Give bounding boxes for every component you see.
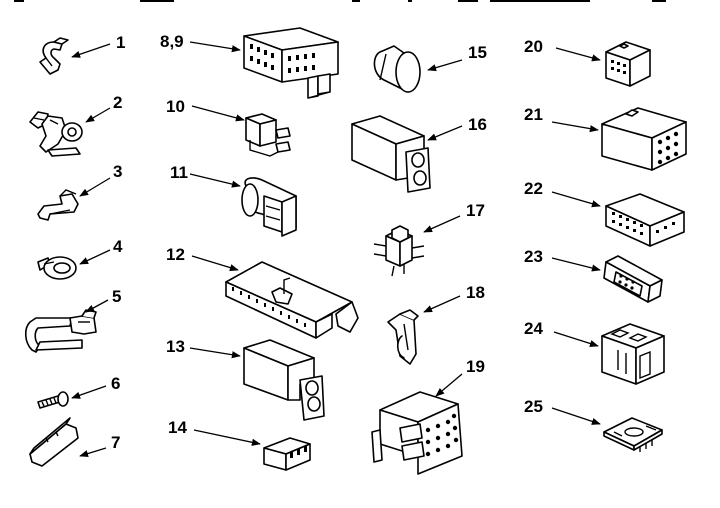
- part-23[interactable]: 23: [524, 247, 663, 303]
- part-label-2: 2: [113, 93, 122, 112]
- part-10[interactable]: 10: [166, 97, 291, 157]
- part-label-7: 7: [111, 433, 120, 452]
- part-14[interactable]: 14: [168, 418, 311, 471]
- part-label-11: 11: [170, 163, 188, 182]
- part-label-15: 15: [468, 43, 487, 62]
- part-15[interactable]: 15: [373, 43, 487, 93]
- part-19[interactable]: 19: [371, 357, 485, 475]
- part-18[interactable]: 18: [387, 283, 485, 365]
- part-13[interactable]: 13: [166, 337, 325, 421]
- part-2[interactable]: 2: [29, 93, 122, 157]
- part-4[interactable]: 4: [37, 237, 123, 280]
- part-label-21: 21: [524, 105, 543, 124]
- part-label-14: 14: [168, 418, 187, 437]
- part-label-20: 20: [524, 37, 543, 56]
- part-label-4: 4: [113, 237, 123, 256]
- part-label-1: 1: [116, 33, 125, 52]
- part-7[interactable]: 7: [29, 417, 120, 467]
- part-label-23: 23: [524, 247, 543, 266]
- part-label-12: 12: [166, 245, 185, 264]
- cropped-header-fragments: [14, 0, 666, 2]
- part-8-9[interactable]: 8,9: [160, 27, 339, 99]
- part-label-6: 6: [111, 374, 120, 393]
- part-5[interactable]: 5: [24, 287, 122, 353]
- part-1[interactable]: 1: [39, 33, 125, 75]
- part-17[interactable]: 17: [373, 201, 485, 277]
- part-12[interactable]: 12: [166, 245, 359, 339]
- part-label-17: 17: [466, 201, 485, 220]
- part-label-10: 10: [166, 97, 185, 116]
- part-11[interactable]: 11: [170, 163, 297, 237]
- part-label-5: 5: [112, 287, 121, 306]
- part-21[interactable]: 21: [524, 105, 687, 171]
- part-label-8-9: 8,9: [160, 32, 184, 51]
- part-label-13: 13: [166, 337, 185, 356]
- part-24[interactable]: 24: [524, 319, 665, 385]
- part-16[interactable]: 16: [351, 115, 487, 193]
- part-3[interactable]: 3: [37, 162, 122, 221]
- part-label-22: 22: [524, 179, 543, 198]
- part-label-24: 24: [524, 319, 543, 338]
- part-22[interactable]: 22: [524, 179, 685, 247]
- part-20[interactable]: 20: [524, 37, 651, 87]
- part-label-16: 16: [468, 115, 487, 134]
- part-25[interactable]: 25: [524, 397, 663, 452]
- part-label-18: 18: [466, 283, 485, 302]
- part-label-25: 25: [524, 397, 543, 416]
- part-label-3: 3: [113, 162, 122, 181]
- part-label-19: 19: [466, 357, 485, 376]
- part-6[interactable]: 6: [37, 374, 120, 409]
